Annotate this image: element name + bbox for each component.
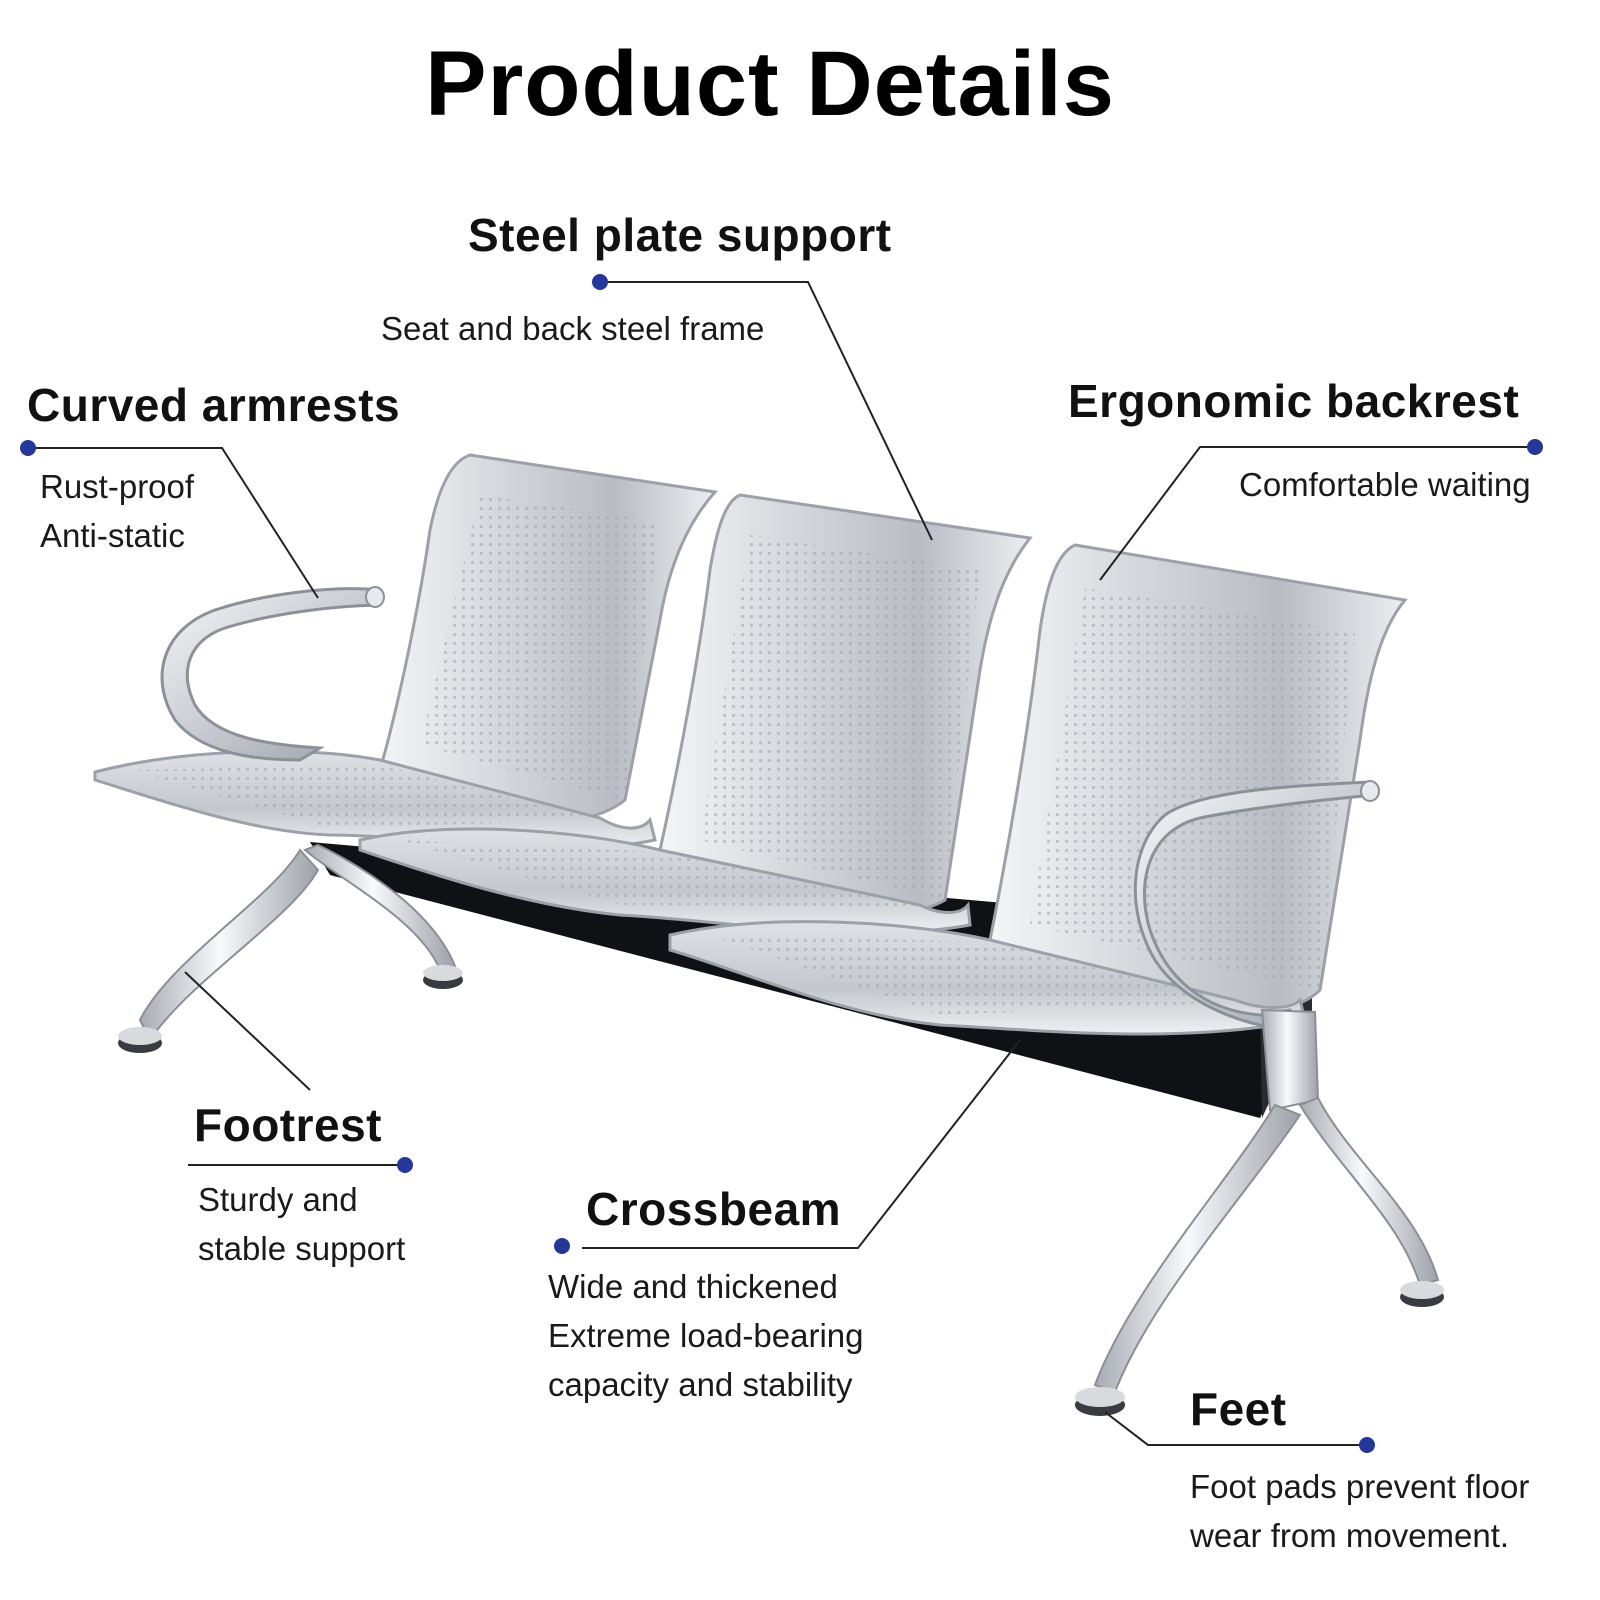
crossbeam-desc: Wide and thickened Extreme load-bearing … <box>548 1268 864 1403</box>
crossbeam-leader <box>582 1039 1021 1249</box>
footrest-dot <box>397 1157 413 1173</box>
feet-leader <box>1104 1411 1367 1446</box>
seat-left <box>93 453 718 850</box>
seat-middle <box>358 493 1033 935</box>
steel-plate-desc: Seat and back steel frame <box>381 310 765 347</box>
steel-plate-title: Steel plate support <box>468 209 892 261</box>
backrest-desc: Comfortable waiting <box>1239 466 1531 503</box>
steel-plate-dot <box>592 274 608 290</box>
left-armrest <box>160 586 385 762</box>
right-leg-assembly <box>1075 1008 1444 1416</box>
armrests-title: Curved armrests <box>27 379 401 431</box>
crossbeam-title: Crossbeam <box>586 1183 842 1235</box>
page-title: Product Details <box>425 33 1115 135</box>
steel-plate-leader <box>600 281 933 541</box>
footrest-title: Footrest <box>194 1099 382 1151</box>
left-leg-assembly <box>118 843 463 1053</box>
footrest-pointer <box>184 971 311 1091</box>
crossbeam-dot <box>554 1238 570 1254</box>
feet-title: Feet <box>1190 1383 1287 1435</box>
armrests-leader <box>28 447 319 599</box>
armrests-desc: Rust-proof Anti-static <box>40 468 195 554</box>
footrest-desc: Sturdy and stable support <box>198 1181 406 1267</box>
backrest-dot <box>1527 439 1543 455</box>
feet-desc: Foot pads prevent floor wear from moveme… <box>1190 1468 1530 1554</box>
feet-dot <box>1359 1437 1375 1453</box>
armrests-dot <box>20 440 36 456</box>
seat-right <box>668 543 1408 1036</box>
backrest-title: Ergonomic backrest <box>1068 375 1520 427</box>
backrest-leader <box>1099 446 1535 581</box>
